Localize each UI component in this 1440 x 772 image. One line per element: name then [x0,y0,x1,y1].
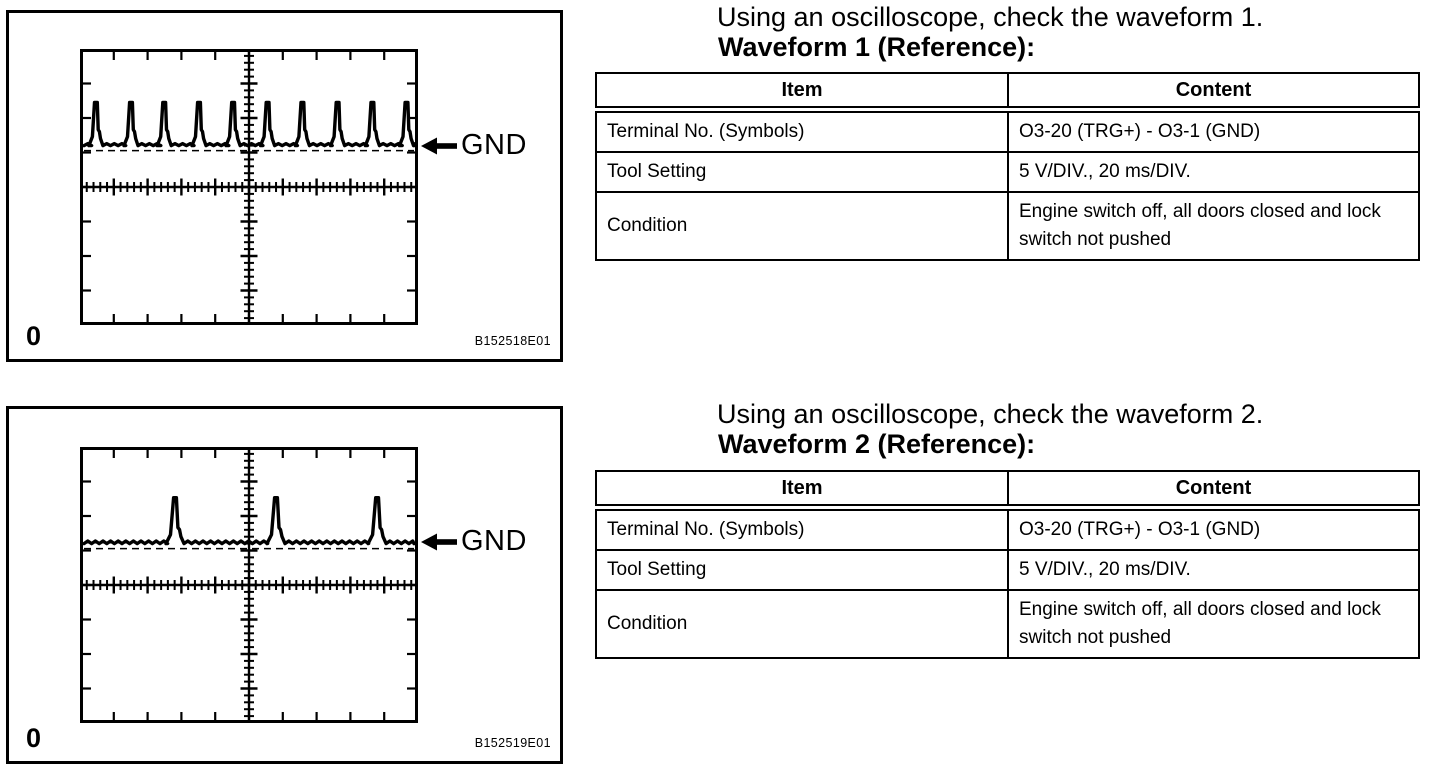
table-header-row: Item Content [595,72,1420,113]
table-row-terminal: Terminal No. (Symbols) O3-20 (TRG+) - O3… [595,108,1420,153]
left-arrow-icon [421,137,457,154]
oscilloscope-screen-1 [80,49,418,325]
table-row-tool-setting: Tool Setting 5 V/DIV., 20 ms/DIV. [595,549,1420,591]
oscilloscope-figure-1: GND 0 B152518E01 [6,10,563,362]
table-row-condition: Condition Engine switch off, all doors c… [595,191,1420,261]
item-cell: Tool Setting [595,151,1009,193]
content-cell: O3-20 (TRG+) - O3-1 (GND) [1007,506,1420,551]
oscilloscope-screen-2 [80,447,418,723]
content-cell: Engine switch off, all doors closed and … [1007,191,1420,261]
gnd-label: GND [461,525,527,557]
item-cell: Condition [595,191,1009,261]
instruction-text-1: Using an oscilloscope, check the wavefor… [717,2,1264,32]
gnd-annotation: GND [421,527,527,556]
header-item: Item [595,72,1009,113]
waveform-2-reference-table: Item Content Terminal No. (Symbols) O3-2… [595,470,1420,659]
waveform-1-reference-title: Waveform 1 (Reference): [718,32,1036,62]
header-item: Item [595,470,1009,511]
channel-zero-label: 0 [26,321,42,351]
item-cell: Condition [595,589,1009,659]
left-arrow-icon [421,533,457,550]
table-header-row: Item Content [595,470,1420,511]
waveform-2-reference-title: Waveform 2 (Reference): [718,429,1036,459]
item-cell: Tool Setting [595,549,1009,591]
gnd-annotation: GND [421,131,527,160]
gnd-label: GND [461,129,527,161]
content-cell: 5 V/DIV., 20 ms/DIV. [1007,151,1420,193]
header-content: Content [1007,470,1420,511]
table-row-condition: Condition Engine switch off, all doors c… [595,589,1420,659]
item-cell: Terminal No. (Symbols) [595,108,1009,153]
instruction-text-2: Using an oscilloscope, check the wavefor… [717,399,1264,429]
content-cell: O3-20 (TRG+) - O3-1 (GND) [1007,108,1420,153]
channel-zero-label: 0 [26,723,42,753]
figure-code: B152518E01 [474,333,551,348]
figure-code: B152519E01 [474,735,551,750]
oscilloscope-figure-2: GND 0 B152519E01 [6,406,563,764]
waveform-1-reference-table: Item Content Terminal No. (Symbols) O3-2… [595,72,1420,261]
table-row-tool-setting: Tool Setting 5 V/DIV., 20 ms/DIV. [595,151,1420,193]
table-row-terminal: Terminal No. (Symbols) O3-20 (TRG+) - O3… [595,506,1420,551]
content-cell: 5 V/DIV., 20 ms/DIV. [1007,549,1420,591]
item-cell: Terminal No. (Symbols) [595,506,1009,551]
header-content: Content [1007,72,1420,113]
content-cell: Engine switch off, all doors closed and … [1007,589,1420,659]
